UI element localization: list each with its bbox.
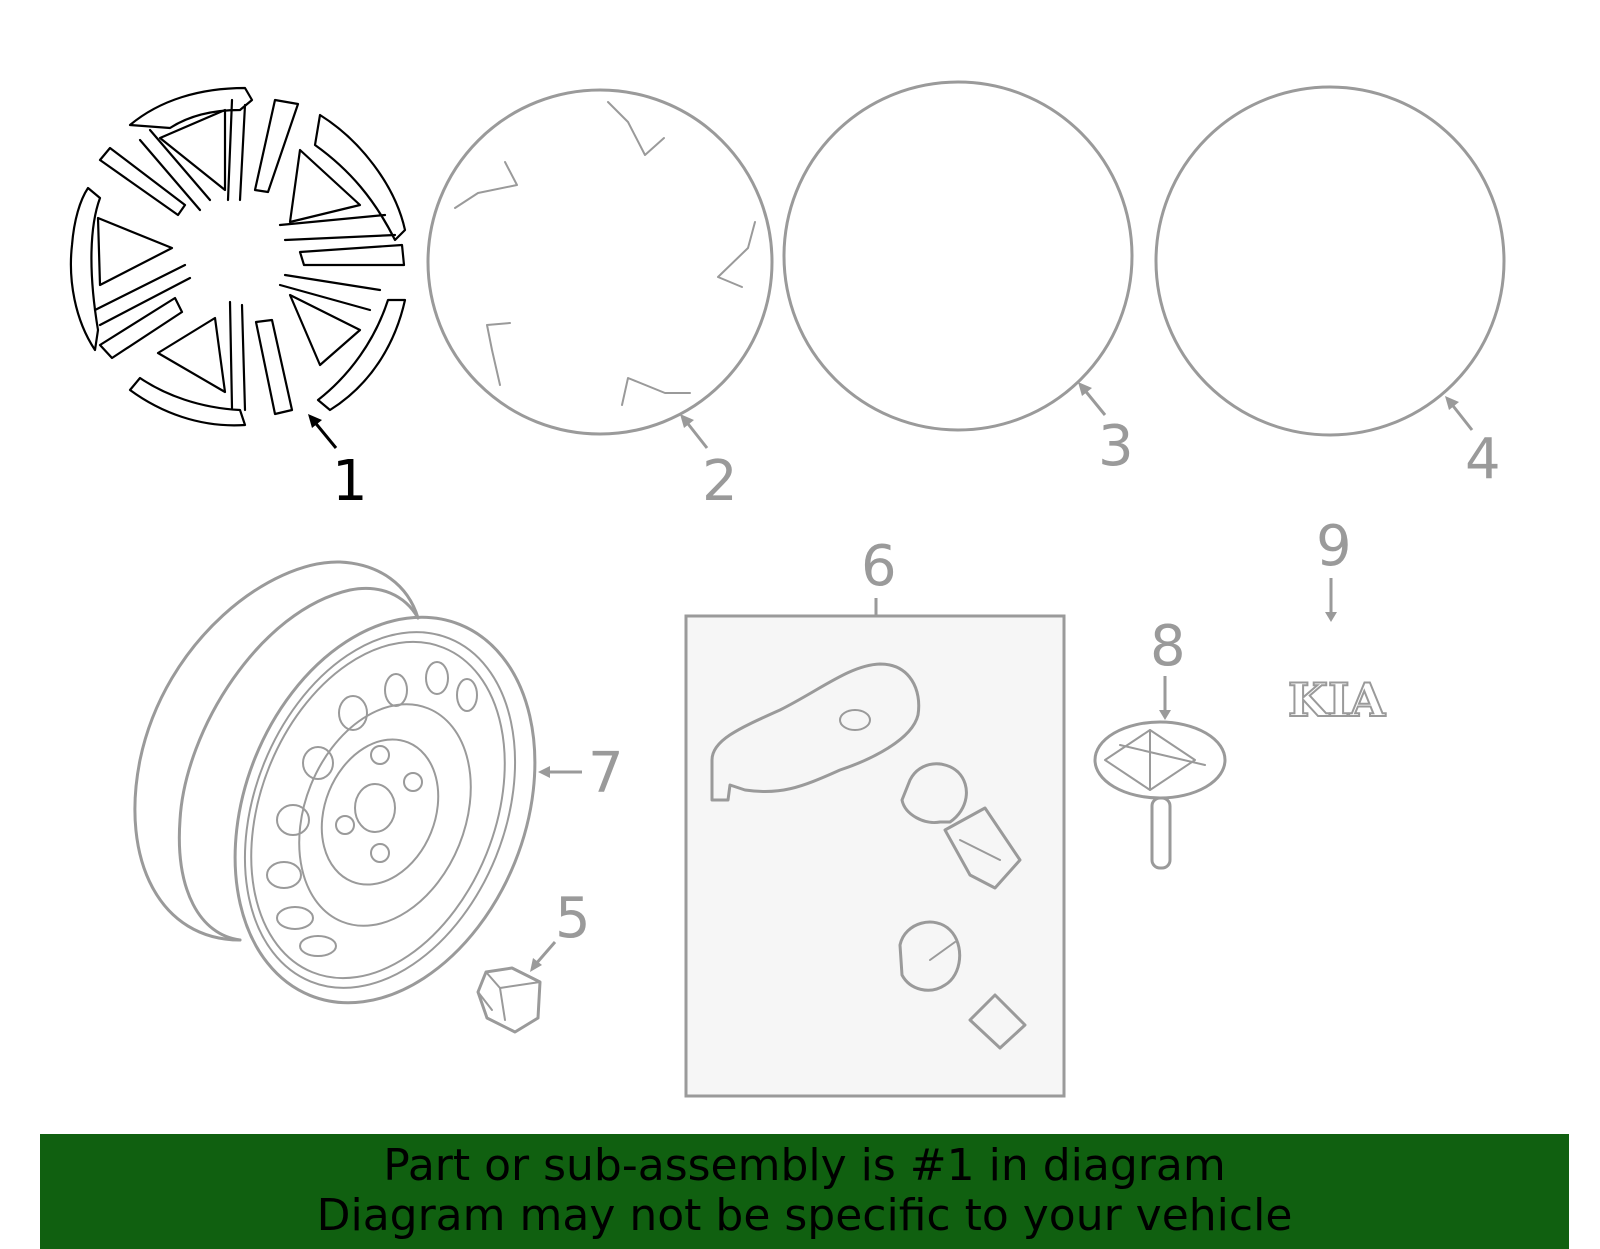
callout-6: 6 [861, 534, 897, 599]
leader-5 [530, 941, 557, 972]
leader-1 [308, 414, 338, 449]
callout-7: 7 [588, 741, 624, 806]
banner-line-1: Part or sub-assembly is #1 in diagram [383, 1140, 1226, 1191]
callout-1: 1 [332, 449, 368, 514]
part-4-disc[interactable] [1154, 85, 1506, 437]
part-1-alloy-wheel[interactable] [69, 86, 407, 427]
part-7-steel-wheel[interactable] [133, 560, 590, 1048]
callout-3: 3 [1098, 414, 1134, 479]
leader-8 [1159, 676, 1171, 720]
callout-8: 8 [1150, 614, 1186, 679]
part-5-lug-nut[interactable] [476, 966, 542, 1034]
callout-9: 9 [1316, 514, 1352, 579]
part-6-tpms-kit[interactable] [684, 614, 1066, 1098]
callout-2: 2 [702, 449, 738, 514]
callout-4: 4 [1465, 427, 1501, 492]
notice-banner: Part or sub-assembly is #1 in diagram Di… [40, 1134, 1569, 1249]
part-9-emblem[interactable]: KIA [1287, 672, 1387, 728]
leader-9 [1325, 578, 1337, 622]
banner-line-2: Diagram may not be specific to your vehi… [316, 1190, 1293, 1241]
callout-5: 5 [555, 886, 591, 951]
leader-3 [1078, 382, 1107, 416]
leader-2 [680, 414, 709, 449]
part-3-disc[interactable] [782, 80, 1134, 432]
part-8-center-cap[interactable] [1093, 720, 1227, 870]
leader-7 [538, 766, 582, 778]
leader-4 [1445, 396, 1474, 431]
part-2-wheel-cover[interactable] [426, 88, 774, 436]
